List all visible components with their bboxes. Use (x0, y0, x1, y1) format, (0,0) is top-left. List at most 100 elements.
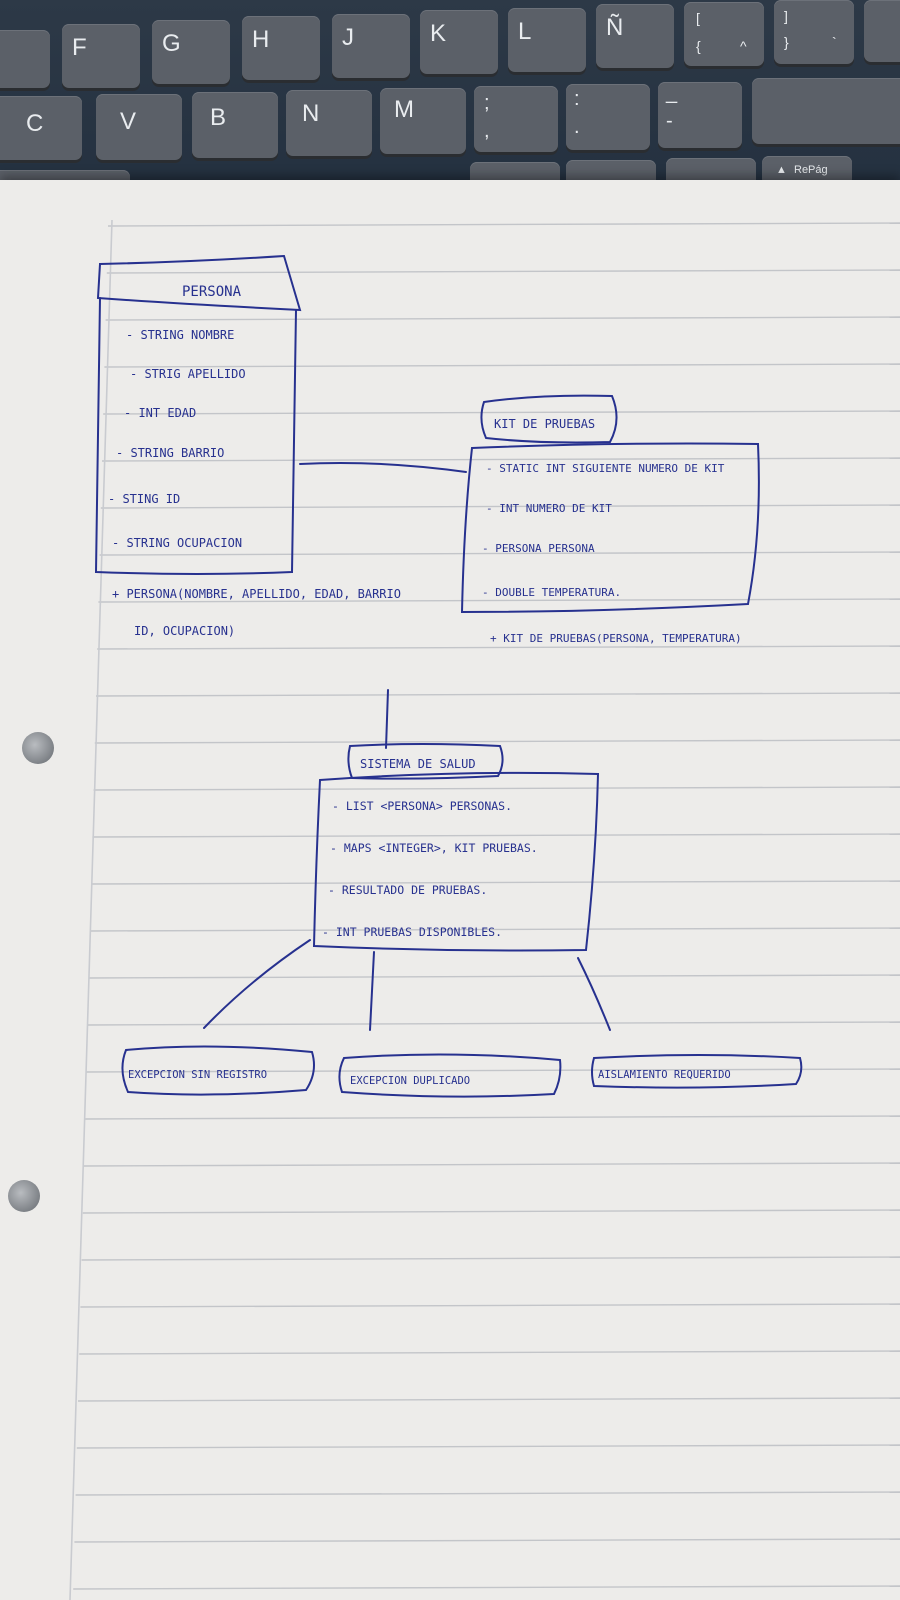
keyboard-key-enye: Ñ (596, 4, 674, 68)
exception-box (121, 1045, 315, 1096)
ruled-line (76, 1444, 900, 1449)
key-label: J (342, 24, 354, 51)
key-label: : (574, 88, 580, 110)
keyboard-key-b: B (192, 92, 278, 158)
keyboard-key-m: M (380, 88, 466, 154)
key-label: G (162, 30, 181, 57)
keyboard-key-bracket: [ { ^ (684, 2, 764, 66)
keyboard-key-close-bracket: ] } ` (774, 0, 854, 64)
kit-constructor: + KIT DE PRUEBAS(PERSONA, TEMPERATURA) (490, 632, 742, 645)
keyboard-key-f: F (62, 24, 140, 88)
ruled-line (100, 504, 900, 509)
sistema-body-box (312, 771, 600, 952)
sistema-attr: - LIST <PERSONA> PERSONAS. (332, 799, 512, 813)
ruled-line (85, 1115, 900, 1120)
keyboard-key-c: C (0, 96, 82, 160)
kit-class: KIT DE PRUEBAS - STATIC INT SIGUIENTE NU… (460, 394, 760, 645)
key-label: RePág (794, 164, 828, 176)
ruled-line (91, 880, 900, 885)
ruled-line (73, 1585, 900, 1590)
keyboard-key-g: G (152, 20, 230, 84)
ruled-line (79, 1350, 900, 1355)
ruled-line (83, 1162, 900, 1167)
key-label: K (430, 20, 447, 47)
key-label: } (784, 34, 789, 50)
key-label: ] (784, 8, 788, 24)
key-label: ` (832, 34, 837, 50)
persona-attr: - STING ID (108, 492, 180, 506)
persona-attr: - STRING OCUPACION (112, 536, 242, 550)
ruled-line (88, 974, 900, 979)
persona-body-box (94, 297, 297, 575)
key-label: [ (696, 10, 700, 26)
ruled-line (104, 363, 900, 368)
branch-line (203, 939, 311, 1029)
sistema-title: SISTEMA DE SALUD (360, 757, 476, 771)
branch-line (577, 957, 611, 1031)
keyboard-key-n: N (286, 90, 372, 156)
keyboard-key (0, 30, 50, 88)
ruled-line (94, 739, 900, 744)
key-label: N (302, 100, 320, 127)
kit-attr: - INT NUMERO DE KIT (486, 502, 612, 515)
keyboard-key-dash: _ - (658, 82, 742, 148)
persona-attr: - STRING NOMBRE (126, 328, 234, 342)
persona-attr: - STRING BARRIO (116, 446, 224, 460)
connector-line (385, 689, 389, 749)
kit-attr: - DOUBLE TEMPERATURA. (482, 586, 621, 599)
ruled-line (107, 222, 900, 227)
sistema-class: SISTEMA DE SALUD - LIST <PERSONA> PERSON… (312, 743, 600, 952)
kit-attr: - PERSONA PERSONA (482, 542, 595, 555)
persona-attr: - STRIG APELLIDO (130, 367, 246, 381)
ruled-lines (69, 219, 900, 1600)
exception-duplicado: EXCEPCION DUPLICADO (338, 1053, 562, 1098)
keyboard-key-l: L (508, 8, 586, 72)
ruled-line (98, 598, 900, 603)
ruled-line (80, 1303, 900, 1308)
kit-title-box (480, 394, 618, 444)
key-label: F (72, 34, 87, 61)
notebook-page: PERSONA - STRING NOMBRE - STRIG APELLIDO… (0, 180, 900, 1600)
sistema-attr: - MAPS <INTEGER>, KIT PRUEBAS. (330, 841, 538, 855)
ruled-line (77, 1397, 900, 1402)
persona-title: PERSONA (182, 284, 242, 300)
exception-sin-registro: EXCEPCION SIN REGISTRO (121, 1045, 315, 1096)
keyboard-key-semicolon: ; , (474, 86, 558, 152)
arrow-up-icon: ▲ (776, 164, 787, 176)
persona-constructor: ID, OCUPACION) (134, 624, 235, 638)
persona-attr: - INT EDAD (124, 406, 196, 420)
persona-constructor: + PERSONA(NOMBRE, APELLIDO, EDAD, BARRIO (112, 587, 401, 601)
sistema-attr: - RESULTADO DE PRUEBAS. (328, 883, 487, 897)
ruled-line (101, 457, 900, 462)
key-label: . (574, 116, 580, 138)
ruled-line (74, 1538, 900, 1543)
punch-hole (22, 732, 54, 764)
keyboard-key (864, 0, 900, 62)
ruled-line (86, 1068, 900, 1073)
key-label: M (394, 96, 414, 123)
key-label: { (696, 38, 701, 54)
sistema-attr: - INT PRUEBAS DISPONIBLES. (322, 925, 502, 939)
branch-line (369, 951, 375, 1031)
margin-line (69, 219, 113, 1600)
ruled-line (81, 1256, 900, 1261)
ruled-line (95, 692, 900, 697)
key-label: L (518, 18, 532, 45)
uml-diagram: PERSONA - STRING NOMBRE - STRIG APELLIDO… (94, 254, 803, 1098)
key-label: _ (666, 82, 678, 104)
ruled-line (89, 927, 900, 932)
key-label: C (26, 110, 44, 137)
ruled-line (103, 410, 900, 415)
keyboard-key-v: V (96, 94, 182, 160)
key-label: - (666, 110, 673, 132)
key-label: ^ (740, 38, 747, 54)
exception-label: EXCEPCION SIN REGISTRO (128, 1069, 267, 1081)
ruled-line (97, 645, 900, 650)
keyboard-key-k: K (420, 10, 498, 74)
ruled-line (99, 551, 900, 556)
ruled-line (82, 1209, 900, 1214)
ruled-line (106, 269, 900, 274)
key-label: , (484, 120, 490, 142)
keyboard: F G H J K L Ñ [ { ^ ] } ` C V B N M ; , … (0, 0, 900, 188)
kit-attr: - STATIC INT SIGUIENTE NUMERO DE KIT (486, 462, 725, 475)
